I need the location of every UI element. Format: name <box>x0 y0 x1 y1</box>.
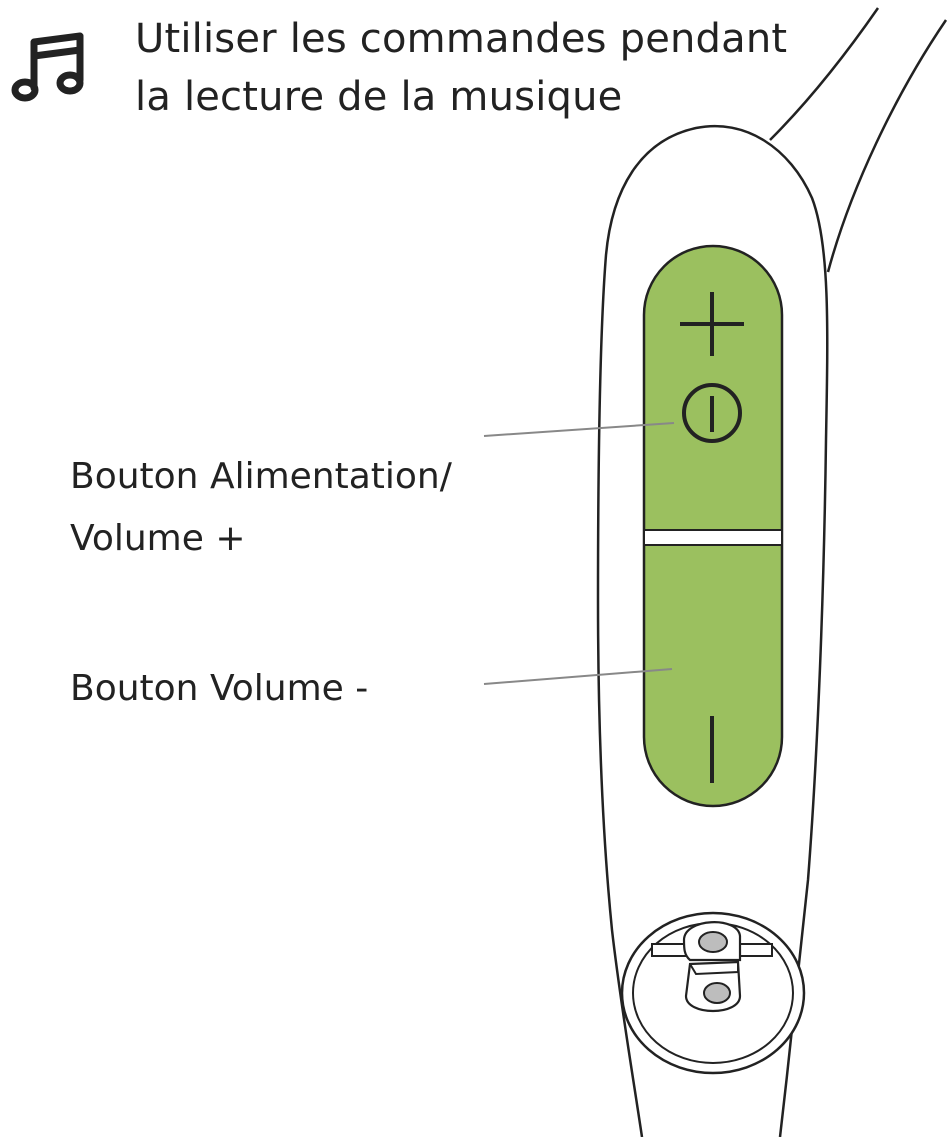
headband-arm-inner <box>826 19 948 273</box>
charging-connector <box>620 911 806 1075</box>
headband-arm-outer <box>769 7 880 141</box>
power-icon <box>682 383 742 443</box>
music-note-icon <box>11 32 84 102</box>
volume-minus-label: Bouton Volume - <box>70 658 368 720</box>
title-line-1: Utiliser les commandes pendant <box>135 16 788 62</box>
page-title: Utiliser les commandes pendant la lectur… <box>135 10 787 126</box>
title-line-2: la lecture de la musique <box>135 74 623 120</box>
volume-minus-leader-line <box>483 668 673 685</box>
volume-minus-label-text: Bouton Volume - <box>70 668 369 709</box>
power-label-line-1: Bouton Alimentation/ <box>70 456 452 497</box>
power-button-leader-line <box>483 422 675 437</box>
plus-icon <box>680 292 744 356</box>
power-button-label: Bouton Alimentation/ Volume + <box>70 446 452 570</box>
control-button-pill <box>642 244 784 808</box>
button-divider <box>645 530 781 545</box>
power-volume-plus-button[interactable] <box>645 247 781 530</box>
power-label-line-2: Volume + <box>70 518 246 559</box>
